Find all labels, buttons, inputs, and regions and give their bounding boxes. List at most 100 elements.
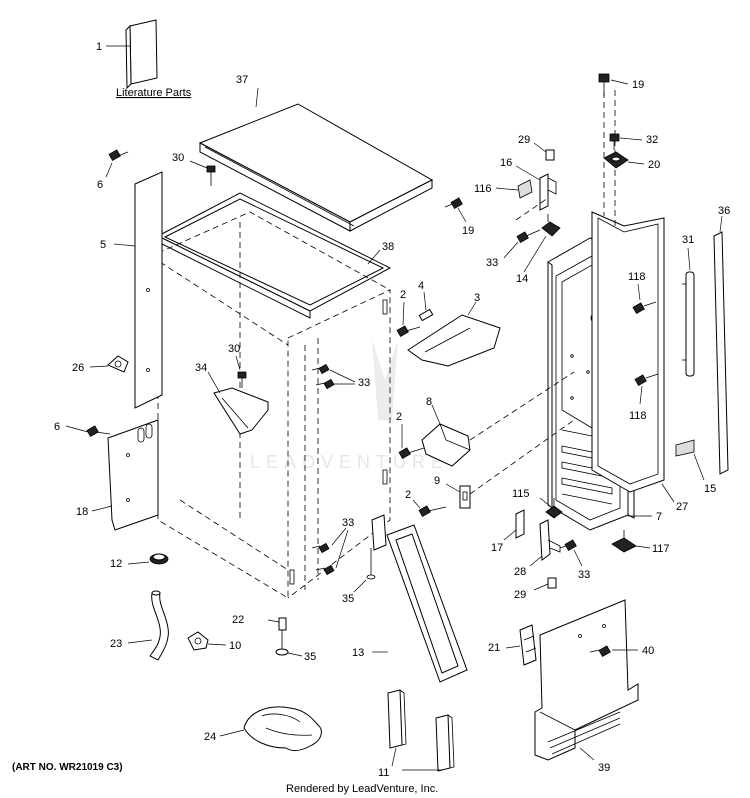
screws-33-lower <box>311 542 335 576</box>
drain-tube-23 <box>149 590 169 661</box>
screw-30-mid <box>237 371 247 388</box>
strip-36 <box>713 231 729 475</box>
hinge-9 <box>459 485 471 509</box>
bushing-115 <box>545 498 563 519</box>
literature-book <box>106 19 158 90</box>
bracket-small <box>371 514 387 551</box>
watermark-text: LEADVENTURE <box>250 452 449 472</box>
callout-32: 32 <box>646 134 658 146</box>
callout-16: 16 <box>500 157 512 169</box>
art-number: (ART NO. WR21019 C3) <box>12 762 123 773</box>
fitting-10 <box>187 631 209 651</box>
door-gasket-13 <box>386 524 468 683</box>
callout-2-low: 2 <box>405 489 411 501</box>
callout-39: 39 <box>598 762 610 774</box>
screw-2-top <box>396 325 421 338</box>
callout-116: 116 <box>474 183 492 195</box>
callout-36: 36 <box>718 205 730 217</box>
pin-4 <box>418 308 434 322</box>
gasket-38 <box>156 192 392 319</box>
screw-19-top <box>598 73 610 96</box>
callout-20: 20 <box>648 159 660 171</box>
shelf-3 <box>407 314 501 367</box>
screw-118-low <box>634 373 659 387</box>
handle-31 <box>682 271 695 377</box>
callout-34: 34 <box>195 362 207 374</box>
hinge-cap-20 <box>603 151 629 169</box>
callout-30-mid: 30 <box>228 343 240 355</box>
side-panel-5 <box>134 171 163 409</box>
screw-2-low <box>418 505 447 518</box>
screw-118-top <box>632 301 657 315</box>
callout-35-a: 35 <box>342 593 354 605</box>
callout-27: 27 <box>676 501 688 513</box>
watermark-logo: LEADVENTURE <box>250 340 449 472</box>
callout-30-top: 30 <box>172 152 184 164</box>
duct-34 <box>213 387 269 435</box>
callout-6-lower: 6 <box>54 421 60 433</box>
callout-33-bottom: 33 <box>578 569 590 581</box>
callout-38: 38 <box>382 241 394 253</box>
literature-parts-label: Literature Parts <box>116 87 192 99</box>
hinge-bottom-117 <box>611 530 637 553</box>
callout-18: 18 <box>76 506 88 518</box>
footer-credit: Rendered by LeadVenture, Inc. <box>286 783 438 795</box>
screw-6-lower <box>86 425 111 438</box>
clamp-12 <box>149 553 169 565</box>
callout-3: 3 <box>474 292 480 304</box>
callout-31: 31 <box>682 234 694 246</box>
callout-19-cover: 19 <box>462 225 474 237</box>
callout-21: 21 <box>488 642 500 654</box>
tray-24 <box>243 706 322 752</box>
screw-33-bottom <box>559 539 577 552</box>
top-cover <box>198 103 434 232</box>
bracket-21 <box>519 624 537 666</box>
screw-30-top <box>206 165 216 186</box>
callout-28: 28 <box>514 566 526 578</box>
callout-23: 23 <box>110 638 122 650</box>
screw-33-hinge <box>516 229 541 244</box>
screw-2-mid <box>398 447 425 460</box>
callout-118-low: 118 <box>629 410 647 422</box>
screws-33-upper <box>311 363 335 390</box>
screw-35-stem <box>366 548 376 580</box>
callout-11: 11 <box>378 767 389 779</box>
back-panel-39 <box>534 599 639 761</box>
callout-22: 22 <box>232 614 244 626</box>
callout-9: 9 <box>434 475 440 487</box>
callout-13: 13 <box>352 647 364 659</box>
bracket-panel-18 <box>107 419 159 531</box>
callout-115: 115 <box>512 488 530 500</box>
strips-11 <box>387 689 455 772</box>
callout-29-bottom: 29 <box>514 589 526 601</box>
callout-118-top: 118 <box>628 271 646 283</box>
door-liner-27 <box>591 211 665 493</box>
clip-26 <box>107 355 129 373</box>
washer-35 <box>275 630 289 656</box>
callout-15: 15 <box>704 483 716 495</box>
callout-2-mid: 2 <box>396 411 402 423</box>
screw-22 <box>278 617 287 631</box>
callout-33-upper: 33 <box>358 377 370 389</box>
callout-8: 8 <box>426 396 432 408</box>
clip-116 <box>517 179 533 199</box>
callout-17: 17 <box>491 542 503 554</box>
screw-29-bottom <box>547 577 557 589</box>
callout-5: 5 <box>100 239 106 251</box>
callout-1: 1 <box>96 41 102 53</box>
bracket-17 <box>515 509 525 539</box>
callout-37: 37 <box>236 74 248 86</box>
callout-10: 10 <box>229 640 241 652</box>
callout-35-b: 35 <box>304 651 316 663</box>
callout-19-top: 19 <box>632 79 644 91</box>
callout-14: 14 <box>516 273 528 285</box>
insert-15 <box>675 439 695 457</box>
hinge-bracket-28 <box>539 519 561 561</box>
callout-12: 12 <box>110 558 122 570</box>
screw-6-top <box>108 149 129 162</box>
hinge-bracket-16 <box>539 173 557 211</box>
screw-29-top <box>545 149 555 161</box>
callout-24: 24 <box>204 731 216 743</box>
callout-40: 40 <box>642 645 654 657</box>
